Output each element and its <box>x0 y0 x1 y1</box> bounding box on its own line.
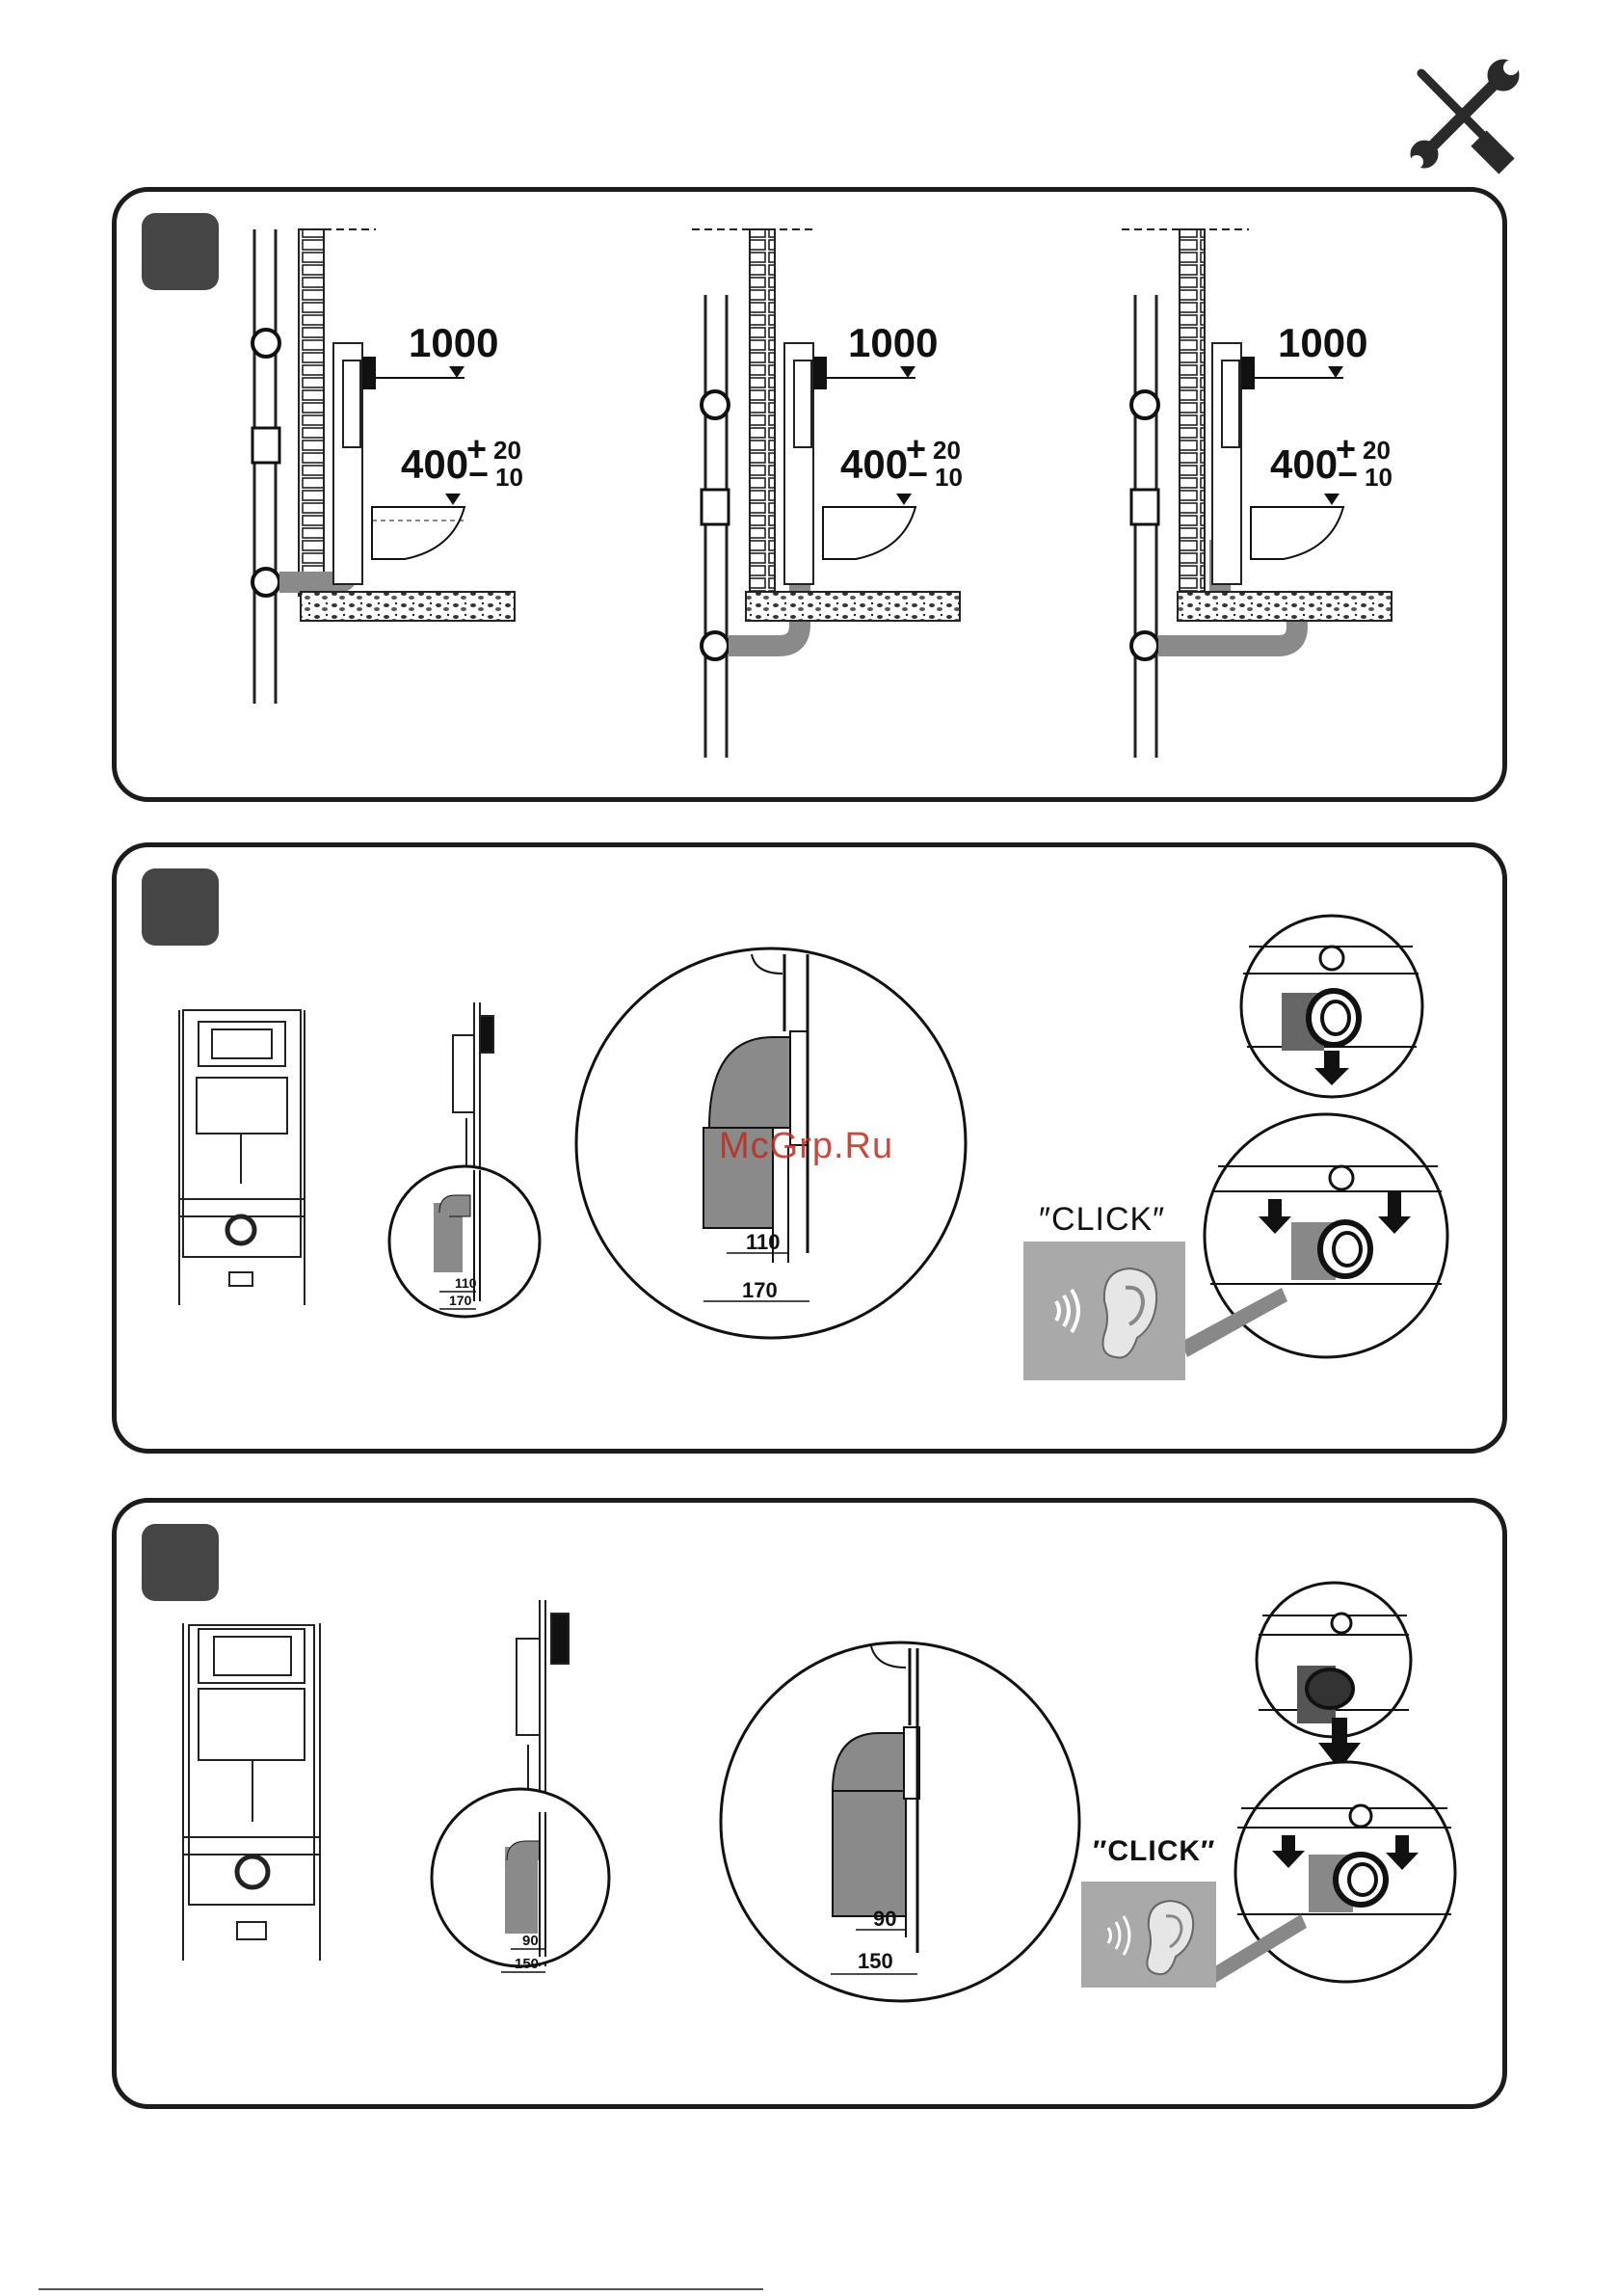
frame-front-3 <box>183 1623 320 1961</box>
footer-rule <box>39 2288 763 2290</box>
dim-large-inner-3: 90 <box>873 1907 896 1931</box>
ear-box-3 <box>1081 1882 1216 1988</box>
dim-small-inner-3: 90 <box>522 1933 539 1949</box>
dim-large-outer-3: 150 <box>858 1949 893 1973</box>
dim-small-outer-3: 150 <box>515 1956 539 1972</box>
step3-diagrams: 90 150 90 150 <box>0 0 1618 2121</box>
ear-icon <box>1081 1882 1216 1988</box>
click-label-3: ″CLICK″ <box>1093 1835 1215 1868</box>
